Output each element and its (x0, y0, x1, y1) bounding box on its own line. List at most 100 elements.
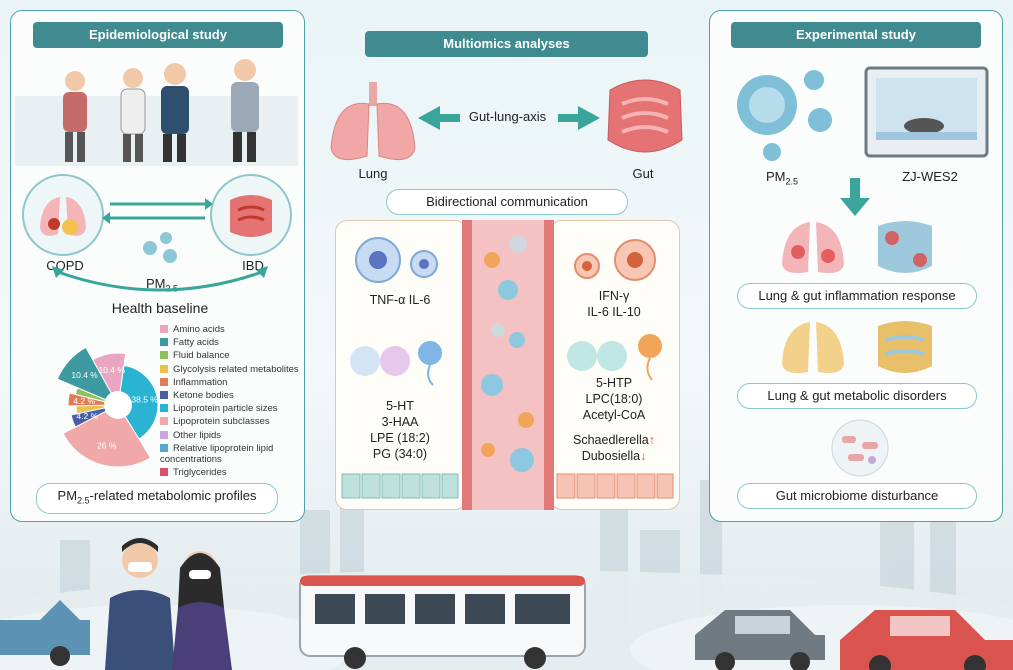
legend-swatch (160, 364, 168, 373)
legend-label: Fluid balance (173, 350, 230, 362)
legend-item: Relative lipoprotein lipid concentration… (160, 443, 300, 465)
legend-item: Inflammation (160, 377, 300, 388)
gut-lung-axis-label: Gut-lung-axis (468, 109, 547, 124)
legend-item: Lipoprotein particle sizes (160, 403, 300, 414)
bacteria-trend-arrow: ↑ (648, 433, 655, 447)
bus-illustration (299, 575, 586, 669)
legend-label: Ketone bodies (173, 390, 234, 401)
result-metabolic: Lung & gut metabolic disorders (737, 383, 977, 409)
legend-item: Triglycerides (160, 467, 300, 478)
pie-slice-label: 26 % (97, 441, 117, 451)
copd-ibd-arrows (102, 198, 213, 224)
gut-metabolite-vesicles-icon (567, 334, 662, 381)
legend-swatch (160, 417, 168, 426)
gut-metabolite: LPC(18:0) (585, 392, 643, 406)
pie-slice-label: 4.2 % (73, 396, 95, 406)
legend-label: Lipoprotein particle sizes (173, 403, 278, 415)
gut-cytokine: IFN-γ (598, 289, 630, 303)
legend-label: Glycolysis related metabolites (173, 363, 299, 375)
lung-metabolite: PG (34:0) (372, 447, 428, 461)
device-label: ZJ-WES2 (902, 169, 958, 184)
pie-slice-label: 38.5 % (131, 395, 158, 405)
bacteria-name: Dubosiella (581, 449, 641, 463)
bacteria-item: Dubosiella↓ (553, 448, 675, 464)
pm-text: PM (145, 276, 166, 291)
bacteria-name: Schaedlerella (573, 433, 649, 447)
lung-cytokines: TNF-α IL-6 (369, 293, 431, 307)
legend-item: Fatty acids (160, 337, 300, 348)
experimental-header: Experimental study (731, 22, 981, 48)
gut-icon (607, 79, 683, 153)
health-baseline-curve (52, 266, 268, 292)
result-inflammation: Lung & gut inflammation response (737, 283, 977, 309)
lung-metabolite: LPE (18:2) (370, 431, 430, 445)
legend-item: Other lipids (160, 430, 300, 441)
right-pm-text: PM (765, 169, 786, 184)
legend-swatch (160, 404, 168, 413)
lung-icon (330, 82, 416, 161)
legend-item: Amino acids (160, 324, 300, 335)
legend-label: Relative lipoprotein lipid concentration… (160, 442, 274, 465)
gut-immune-cells-icon (574, 239, 656, 281)
legend-swatch (160, 338, 168, 347)
pie-center (104, 391, 132, 419)
gut-metabolite: Acetyl-CoA (582, 408, 646, 422)
bacteria-trend-arrow: ↓ (640, 449, 647, 463)
lung-epithelium-icon (341, 473, 459, 499)
result-microbiome: Gut microbiome disturbance (737, 483, 977, 509)
down-arrow (840, 178, 870, 216)
legend-item: Glycolysis related metabolites (160, 364, 300, 375)
right-pm-sub: 2.5 (785, 176, 798, 187)
pie-slice-label: 10.4 % (98, 365, 125, 375)
gut-label: Gut (632, 166, 654, 181)
commuters-illustration (15, 59, 298, 166)
bacteria-item: Schaedlerella↑ (553, 432, 675, 448)
legend-label: Triglycerides (173, 466, 227, 478)
legend-label: Fatty acids (173, 337, 219, 349)
health-baseline-label: Health baseline (111, 300, 209, 316)
legend-swatch (160, 391, 168, 399)
legend-swatch (160, 443, 168, 452)
legend-swatch (160, 377, 168, 386)
profiles-sub: 2.5 (77, 495, 90, 506)
car-red (840, 610, 1013, 670)
microbiome-icon (831, 419, 889, 477)
exposure-chamber-icon (864, 66, 989, 158)
metabolomic-profiles-pill: PM2.5-related metabolomic profiles (36, 483, 278, 514)
metabolomic-pie-chart: 38.5 % 26 % 4.2 % 4.2 % 10.4 %10.4 % (56, 346, 159, 468)
pie-slice-label: 4.2 % (76, 411, 98, 421)
lung-metabolite-vesicles-icon (350, 341, 442, 386)
lung-label: Lung (358, 166, 388, 181)
profiles-post: -related metabolomic profiles (89, 488, 257, 503)
multiomics-header: Multiomics analyses (365, 31, 648, 57)
masked-people-illustration (105, 538, 232, 670)
profiles-pm: PM (57, 488, 78, 503)
pm25-virus-icon (737, 70, 832, 161)
bidirectional-pill: Bidirectional communication (386, 189, 628, 215)
lung-metabolite: 5-HT (386, 399, 414, 413)
legend-swatch (160, 325, 168, 333)
blood-vessel (462, 220, 554, 510)
gut-cytokine: IL-6 IL-10 (587, 305, 641, 319)
car-left (0, 600, 90, 666)
legend-label: Other lipids (173, 429, 222, 441)
legend-swatch (160, 430, 168, 439)
pie-slice-label: 10.4 % (71, 370, 98, 380)
legend-swatch (160, 467, 168, 476)
metabolic-lung-gut-icon (782, 321, 932, 373)
legend-item: Ketone bodies (160, 390, 300, 401)
ibd-gut-icon (210, 174, 292, 256)
pie-slice (56, 346, 120, 407)
lung-metabolite: 3-HAA (381, 415, 419, 429)
pm-particles-icon (143, 232, 177, 263)
legend-item: Fluid balance (160, 350, 300, 361)
gut-metabolite: 5-HTP (595, 376, 633, 390)
legend-item: Lipoprotein subclasses (160, 416, 300, 427)
right-pm25-label: PM2.5 (752, 169, 812, 187)
epidemiological-header: Epidemiological study (33, 22, 283, 48)
lung-immune-cells-icon (355, 237, 438, 283)
gut-lung-axis-arrow (418, 106, 600, 130)
gut-epithelium-icon (556, 473, 674, 499)
legend-label: Amino acids (173, 324, 225, 335)
legend-swatch (160, 351, 168, 360)
